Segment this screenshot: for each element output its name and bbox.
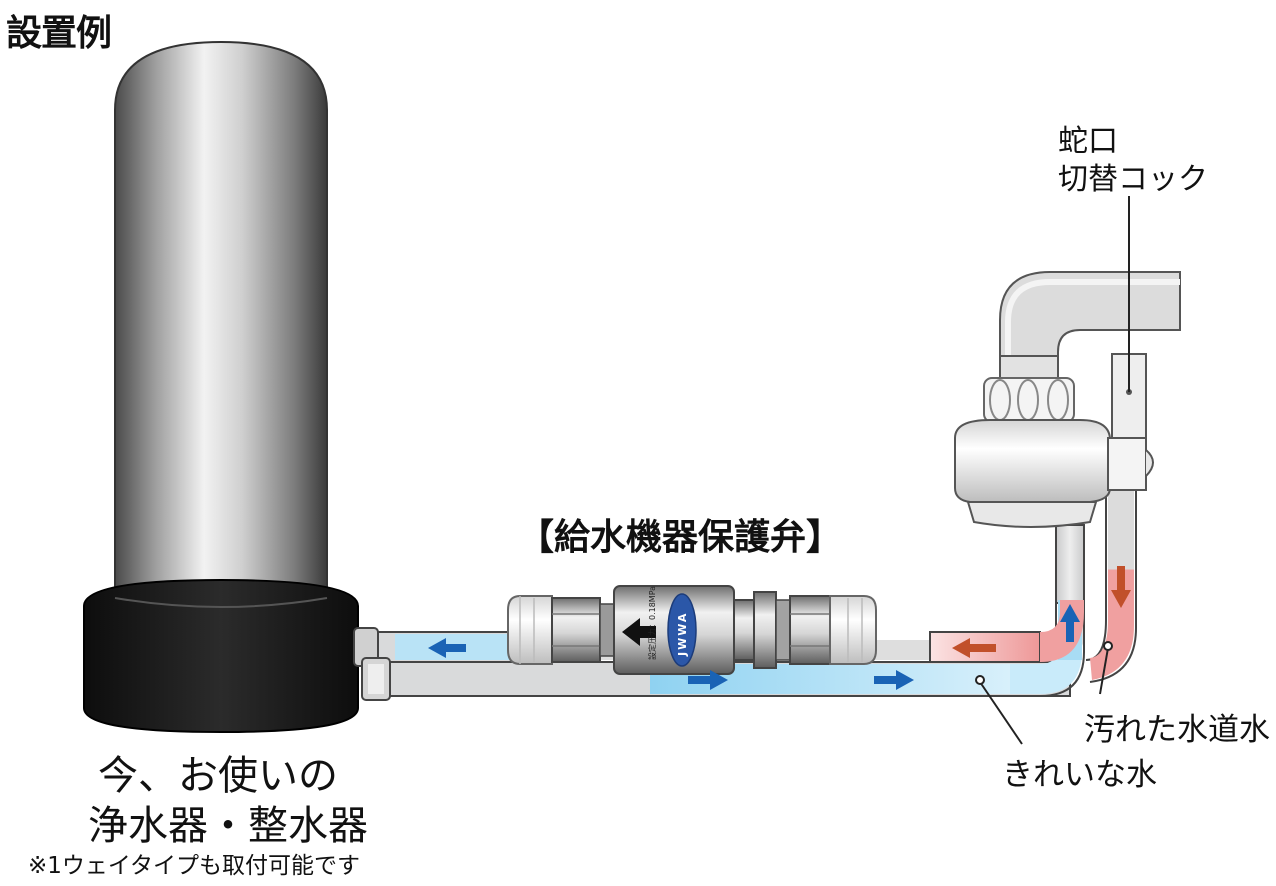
faucet-label-line2: 切替コック bbox=[1058, 162, 1208, 197]
valve-title: 【給水機器保護弁】 bbox=[518, 517, 843, 558]
protection-valve: 設定圧力：0.18MPa JWWA bbox=[507, 585, 877, 675]
purifier-label-line2: 浄水器・整水器 bbox=[88, 803, 368, 849]
faucet-label-line1: 蛇口 bbox=[1058, 124, 1118, 159]
page-title: 設置例 bbox=[6, 13, 112, 54]
dirty-water-label: 汚れた水道水 bbox=[1084, 712, 1270, 748]
dirty-arrow-left bbox=[952, 638, 996, 658]
faucet-nozzle bbox=[954, 355, 1111, 528]
clean-water-label: きれいな水 bbox=[1002, 757, 1157, 793]
water-purifier bbox=[83, 40, 359, 734]
footnote: ※1ウェイタイプも取付可能です bbox=[28, 853, 360, 879]
leader-lines bbox=[975, 196, 1130, 745]
purifier-label-line1: 今、お使いの bbox=[98, 753, 338, 799]
flow-arrow-right-1 bbox=[688, 670, 728, 690]
valve-spec-text: 設定圧力：0.18MPa bbox=[647, 586, 657, 660]
switch-cock bbox=[1107, 353, 1154, 491]
flow-arrow-right-2 bbox=[874, 670, 914, 690]
flow-arrows bbox=[428, 566, 1131, 690]
flow-arrow-up bbox=[1060, 604, 1080, 642]
dirty-arrow-down bbox=[1111, 566, 1131, 608]
valve-badge-text: JWWA bbox=[676, 612, 689, 657]
faucet-spout bbox=[999, 271, 1181, 361]
flow-arrow-left bbox=[428, 638, 466, 658]
purifier-connectors bbox=[353, 627, 391, 701]
